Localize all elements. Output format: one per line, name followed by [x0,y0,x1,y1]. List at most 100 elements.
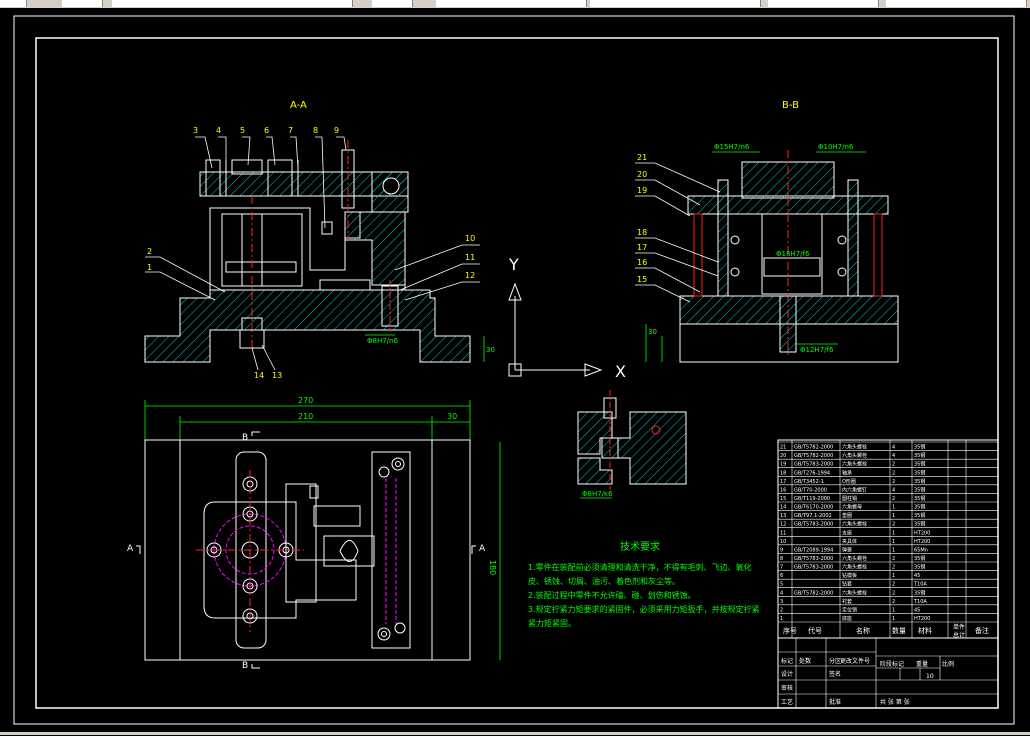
bottom-leader-13 [261,344,276,371]
bom-cell: GB/T5782-2000 [794,590,833,596]
toolbar-strip [0,0,1030,8]
bom-cell: 6 [780,573,783,579]
bom-cell: 2 [780,607,783,613]
bom-cell: O形圈 [842,478,856,485]
bb-workpiece [761,213,823,295]
title-block: 标记 处数 分区 更改文件号 设计 签名 审核 工艺 批准 阶段标记 重量 比例… [777,637,999,709]
toolbar-icon-group[interactable] [0,0,27,7]
bom-cell: HT200 [914,530,930,536]
part-label-2: 2 [147,247,152,256]
bom-cell: 2 [892,479,895,485]
section-arrow-a-right [471,545,476,554]
bom-cell: 1 [892,505,895,511]
dim-right-offset-label: 30 [447,412,457,421]
tb-approve-label: 批准 [829,698,841,706]
workpiece-flange [225,261,297,273]
detail-view: Φ8H7/k6 [577,390,687,499]
notes-line-5: 紧力矩紧固。 [528,618,576,628]
bom-cell: 7 [780,565,783,571]
ucs-x-label: X [615,362,626,381]
part-label-21: 21 [637,153,647,162]
bom-cell: 1 [892,539,895,545]
part-label-12: 12 [465,271,475,280]
part-label-20: 20 [637,170,647,179]
detail-fit-label: Φ8H7/k6 [582,490,613,498]
bom-cell: 11 [780,530,786,536]
bom-cell: 35钢 [914,444,925,451]
bom-cell: 35钢 [914,495,925,502]
bushing-left [205,159,221,197]
plan-clamp-block [285,483,317,603]
ucs-x-arrow [584,363,603,377]
part-label-8: 8 [313,126,318,135]
bom-cell: 35钢 [914,564,925,571]
part-label-4: 4 [216,126,221,135]
notes-line-1: 1.零件在装配前必须清理和清洗干净，不得有毛刺、飞边、氧化 [528,562,752,572]
part-label-3: 3 [193,126,198,135]
section-view-aa: A-A [144,100,495,380]
bom-cell: 2 [892,565,895,571]
detail-hole [651,425,661,435]
bb-part-number-labels: 21 20 19 18 17 16 15 [637,153,647,284]
bom-cell: 9 [780,547,783,553]
fit-label-bb-mid: Φ18H7/f6 [776,250,810,258]
bb-leaders [635,162,721,303]
bom-cell: GB/T3452-1 [794,479,824,485]
base-plate-section [144,289,471,363]
notes-line-2: 皮、锈蚀、切屑、油污、着色剂和灰尘等。 [528,576,680,586]
bom-header-index: 序号 [783,626,797,635]
toolbar-layer-combobox[interactable] [112,0,353,7]
bom-cell: 1 [892,547,895,553]
toolbar-lineweight-combobox[interactable] [768,0,879,7]
bom-cell: 衬套 [842,598,852,605]
tb-process-label: 工艺 [781,698,793,706]
bom-cell: GB/T276-1994 [794,470,830,476]
dim-overall-width-label: 270 [298,396,313,405]
fit-label-bb-top-right: Φ10H7/n6 [818,143,854,151]
section-bb-title: B-B [782,100,799,111]
section-view-bb: B-B 21 20 19 18 1 [635,100,899,363]
bb-bolt-circles [730,235,847,277]
tb-sign-label: 签名 [829,670,841,678]
hinge-pin-circle [382,177,400,195]
bom-header-total: 总计 [953,631,965,639]
part-label-7: 7 [288,126,293,135]
bb-column-left [717,179,729,297]
bom-cell: 1 [892,513,895,519]
tb-count-label: 处数 [799,657,811,665]
bom-cell: 65Mn [914,547,928,553]
bom-cell: 18 [780,470,786,476]
section-mark-b-bottom: B [242,661,248,671]
bom-cell: 六角螺母 [842,504,862,511]
ucs-axis-icon: Y X [508,255,626,381]
toolbar-color-combobox[interactable] [436,0,587,7]
sheet-outer-border [13,15,1015,725]
bom-cell: 六角头螺栓 [842,444,867,451]
bom-cell: 夹具体 [842,538,857,545]
bom-cell: 3 [780,599,783,605]
part-label-1: 1 [147,263,152,272]
detail-left-lower [577,457,613,485]
bom-cell: 35钢 [914,504,925,511]
cad-drawing[interactable]: A-A [0,8,1030,732]
bom-header-remark: 备注 [975,626,989,635]
toolbar-layer-dropdown[interactable] [62,0,103,7]
bb-guide-right [873,213,883,297]
bottom-leader-14 [251,347,259,371]
ucs-y-arrow [508,282,522,301]
bom-cell: 六角头螺栓 [842,589,867,596]
bb-workpiece-flange [763,257,821,277]
toolbar-linetype-combobox[interactable] [590,0,761,7]
bom-cell: 35钢 [914,589,925,596]
bom-header-unit: 单件 [953,623,965,631]
bom-cell: 六角头螺栓 [842,555,867,562]
sheet-inner-border [35,37,999,709]
part-label-11: 11 [465,253,475,262]
toolbar-plotstyle-combobox[interactable] [886,0,1027,7]
bushing-right [267,159,293,197]
drawing-canvas[interactable]: A-A [0,8,1030,732]
bom-cell: 1 [892,530,895,536]
toolbar-linetype-dropdown[interactable] [372,0,413,7]
